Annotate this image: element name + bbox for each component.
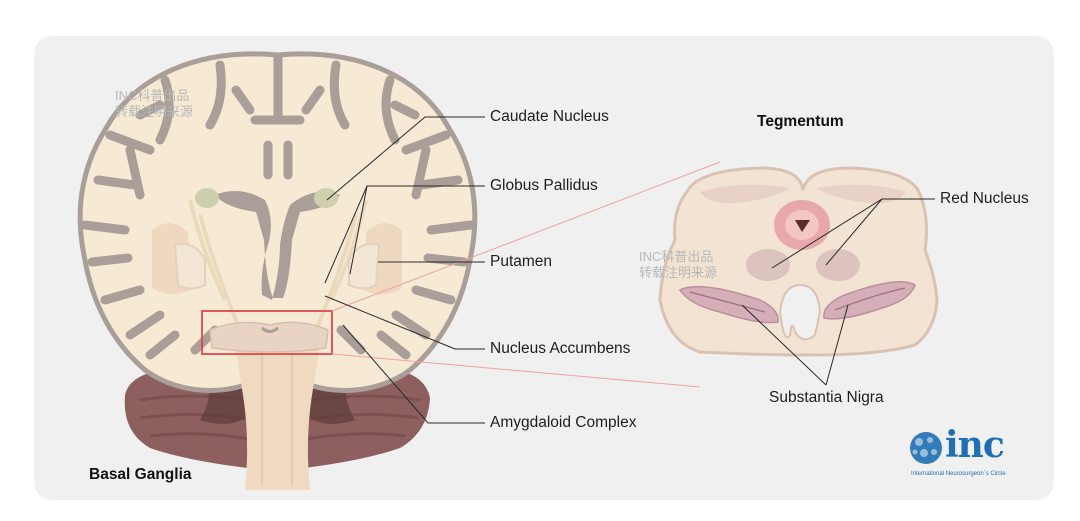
label-putamen: Putamen [490, 253, 553, 270]
logo-tagline: International Neurosurgeon`s Circle [911, 471, 1006, 477]
leader-lines [324, 116, 935, 424]
watermark-right: INC科普出品 转载注明来源 [639, 249, 717, 281]
label-globus-pallidus: Globus Pallidus [490, 177, 598, 194]
label-caudate-nucleus: Caudate Nucleus [490, 108, 609, 125]
label-nucleus-accumbens: Nucleus Accumbens [490, 340, 631, 357]
watermark-line2: 转载注明来源 [639, 265, 718, 280]
coronal-brain-section [77, 51, 478, 490]
label-substantia-nigra: Substantia Nigra [769, 389, 884, 406]
tegmentum-section [658, 166, 939, 357]
cerebellum [124, 368, 430, 470]
watermark-line2: 转载注明来源 [115, 104, 194, 119]
title-tegmentum: Tegmentum [757, 113, 844, 130]
label-amygdaloid-complex: Amygdaloid Complex [490, 414, 637, 431]
watermark-left: INC科普出品 转载注明来源 [115, 88, 193, 120]
label-red-nucleus: Red Nucleus [940, 190, 1029, 207]
logo-wordmark: inc [945, 424, 1005, 466]
title-basal-ganglia: Basal Ganglia [89, 466, 192, 483]
inc-brain-logo-icon [910, 432, 942, 464]
tegmentum-highlight-box [201, 310, 333, 355]
brainstem [235, 345, 320, 490]
watermark-line1: INC科普出品 [639, 249, 714, 264]
watermark-line1: INC科普出品 [115, 88, 190, 103]
